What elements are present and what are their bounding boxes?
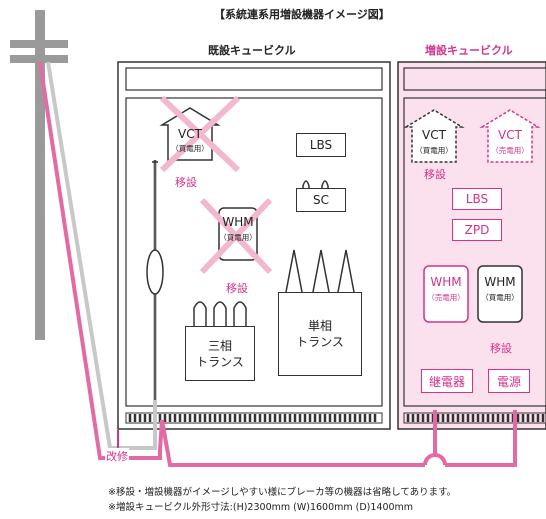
vct-buy-name: VCT — [422, 128, 446, 142]
cable-head — [146, 249, 164, 295]
new-wire-pink-d — [445, 410, 517, 467]
vct-existing-name: VCT — [178, 127, 202, 141]
wire-crossover — [423, 453, 447, 466]
new-wire-pink-b — [128, 419, 164, 460]
new-wire-pink-a — [38, 61, 128, 460]
whm-moved-label: 移設 — [226, 282, 248, 295]
single-bushing-a — [285, 249, 303, 293]
single-bushing-c — [337, 249, 355, 293]
new-wire-pink-c — [160, 419, 425, 467]
pole-crossarm-top — [10, 40, 68, 48]
vct-moved-label-2: 移設 — [424, 168, 446, 181]
note-line-2: ※増設キュービクル外形寸法:(H)2300mm (W)1600mm (D)140… — [108, 502, 414, 513]
modification-label: 改修 — [105, 448, 129, 464]
vct-sell-name: VCT — [498, 128, 522, 142]
existing-cubicle-label: 既設キュービクル — [208, 44, 296, 57]
whm-buy-shape — [477, 265, 523, 323]
power-supply-box: 電源 — [488, 369, 530, 393]
sc-terminals — [302, 180, 329, 196]
three-phase-transformer: 三相 トランス — [185, 326, 255, 381]
whm-buy-sub: （買電用） — [481, 293, 519, 302]
whm-sell-sub: （売電用） — [427, 293, 465, 302]
whm-buy-name: WHM — [484, 275, 516, 289]
whm-existing-sub: （買電用） — [219, 233, 257, 242]
vct-existing-sub: （買電用） — [171, 144, 209, 153]
pole-crossarm-bottom — [10, 55, 68, 63]
diagram-title: 【系統連系用増設機器イメージ図】 — [214, 8, 390, 21]
whm-sell-name: WHM — [430, 275, 462, 289]
vct-sell-shape — [479, 109, 541, 163]
whm-moved-label-2: 移設 — [490, 342, 512, 355]
whm-sell-shape — [423, 265, 469, 323]
existing-vent-slats — [128, 414, 377, 422]
whm-existing-name: WHM — [222, 215, 254, 229]
three-phase-terminals — [193, 301, 247, 326]
sc-existing: SC — [296, 188, 346, 212]
utility-pole — [35, 10, 45, 340]
note-line-1: ※移設・増設機器がイメージしやすい様にブレーカ等の機器は省略してあります。 — [108, 487, 457, 498]
zpd-added: ZPD — [452, 219, 502, 241]
vct-moved-label: 移設 — [175, 176, 197, 189]
lbs-existing: LBS — [296, 133, 346, 157]
existing-cubicle-top-panel — [125, 67, 383, 91]
vct-buy-sub: （買電用） — [415, 146, 453, 155]
remove-mark-vct-2 — [159, 95, 241, 173]
remove-mark-whm-2 — [199, 197, 273, 275]
added-cubicle-top-panel — [403, 67, 546, 91]
single-bushing-b — [312, 249, 330, 293]
relay-box: 継電器 — [421, 369, 473, 393]
single-phase-transformer: 単相 トランス — [278, 292, 362, 376]
lbs-added: LBS — [452, 188, 502, 210]
added-cubicle-label: 増設キュービクル — [425, 44, 513, 57]
vct-sell-sub: （売電用） — [491, 146, 529, 155]
vct-buy-shape — [403, 109, 465, 163]
added-vent-strip — [403, 412, 546, 424]
